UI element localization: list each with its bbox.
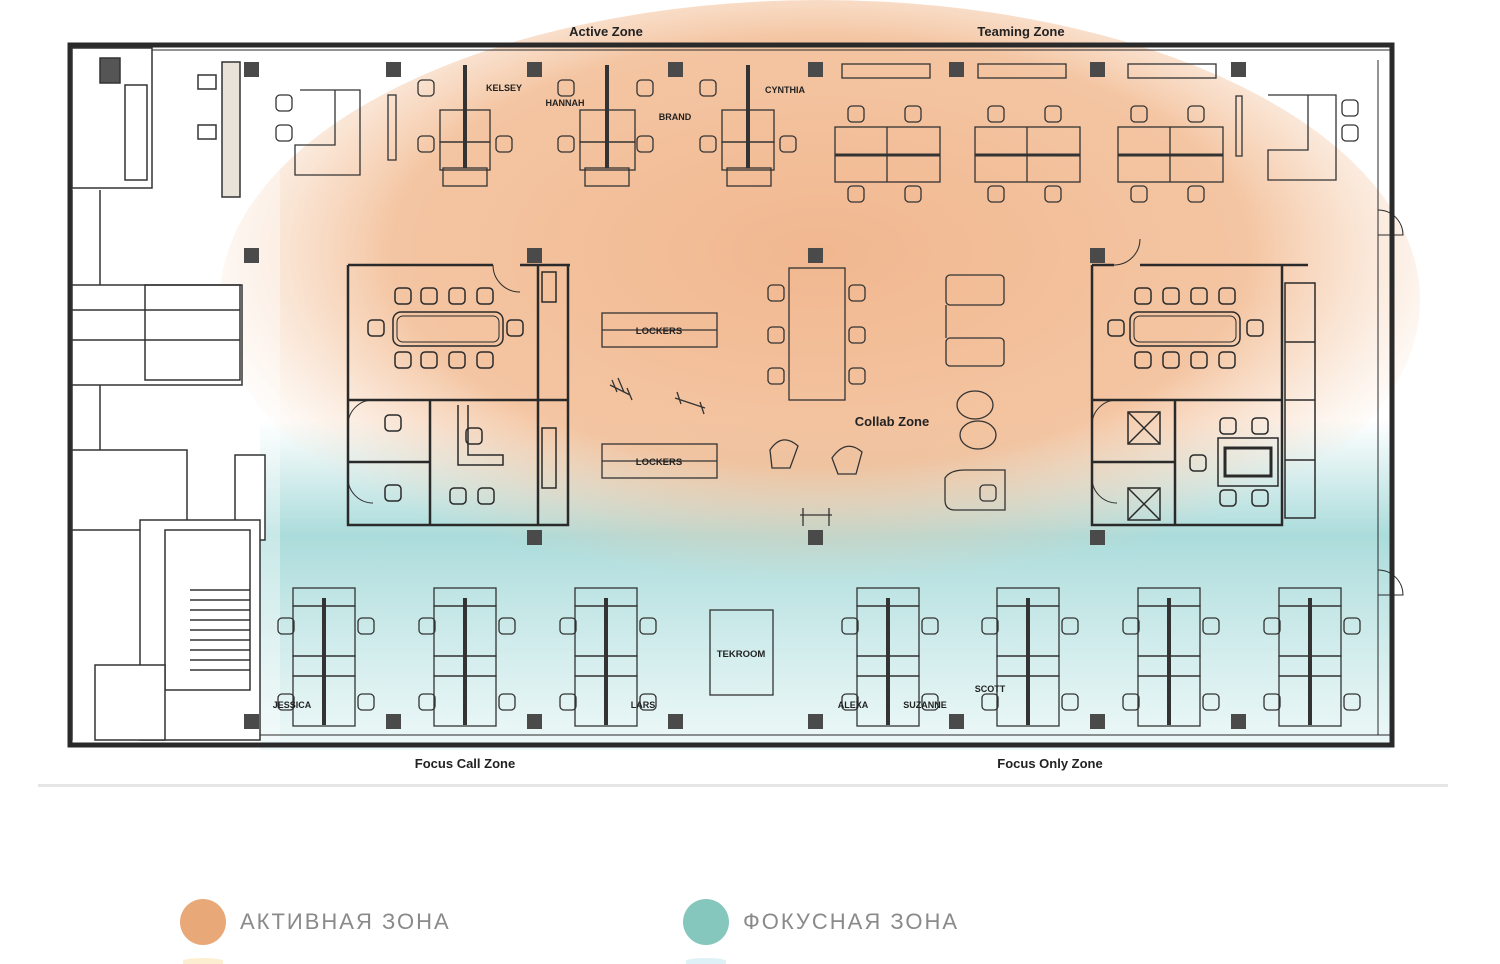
zone-label-active: Active Zone — [569, 24, 643, 39]
name-label-jessica: JESSICA — [273, 700, 312, 710]
legend-item-active: АКТИВНАЯ ЗОНА — [180, 898, 451, 946]
desk-cluster-2 — [418, 587, 516, 727]
legend-swatch-focus — [683, 899, 729, 945]
legend-label-focus: ФОКУСНАЯ ЗОНА — [743, 909, 960, 934]
right-meeting-rooms — [1090, 209, 1404, 596]
exterior-walls — [67, 42, 1395, 748]
name-label-cynthia: CYNTHIA — [765, 85, 805, 95]
name-label-brand: BRAND — [659, 112, 692, 122]
desk-cluster-5 — [981, 587, 1079, 727]
focus-zone-desks — [277, 587, 1361, 727]
name-label-lars: LARS — [631, 700, 656, 710]
name-label-suzanne: SUZANNE — [903, 700, 947, 710]
zone-label-focus-only: Focus Only Zone — [997, 756, 1102, 771]
zone-label-teaming: Teaming Zone — [977, 24, 1064, 39]
legend-swatch-active — [180, 899, 226, 945]
zone-label-collab: Collab Zone — [855, 414, 929, 429]
collab-area-furniture — [601, 267, 1006, 526]
desk-cluster-1 — [277, 587, 375, 727]
name-label-alexa: ALEXA — [838, 700, 869, 710]
left-meeting-rooms — [346, 263, 570, 527]
name-label-kelsey: KELSEY — [486, 83, 522, 93]
desk-cluster-4 — [841, 587, 939, 727]
desk-cluster-7 — [1263, 587, 1361, 727]
name-label-scott: SCOTT — [975, 684, 1006, 694]
legend-label-active: АКТИВНАЯ ЗОНА — [240, 909, 451, 934]
divider-line — [38, 784, 1448, 787]
room-label-lockers-2: LOCKERS — [636, 457, 682, 468]
room-label-tekroom: TEKROOM — [717, 649, 766, 660]
teaming-zone-tables — [834, 63, 1359, 203]
desk-cluster-6 — [1122, 587, 1220, 727]
legend-hint-yellow — [183, 958, 223, 964]
name-label-hannah: HANNAH — [546, 98, 585, 108]
zone-washes — [180, 0, 1420, 750]
active-zone-desks — [275, 65, 797, 187]
tekroom-box — [709, 609, 774, 696]
legend-hint-blue — [686, 958, 726, 964]
legend-item-focus: ФОКУСНАЯ ЗОНА — [683, 898, 959, 946]
desk-cluster-3 — [559, 587, 657, 727]
structural-columns — [244, 62, 1246, 729]
floor-plan: Active Zone Teaming Zone Collab Zone Foc… — [67, 0, 1420, 771]
service-core — [71, 47, 266, 741]
zone-label-focus-call: Focus Call Zone — [415, 756, 515, 771]
room-label-lockers-1: LOCKERS — [636, 326, 682, 337]
